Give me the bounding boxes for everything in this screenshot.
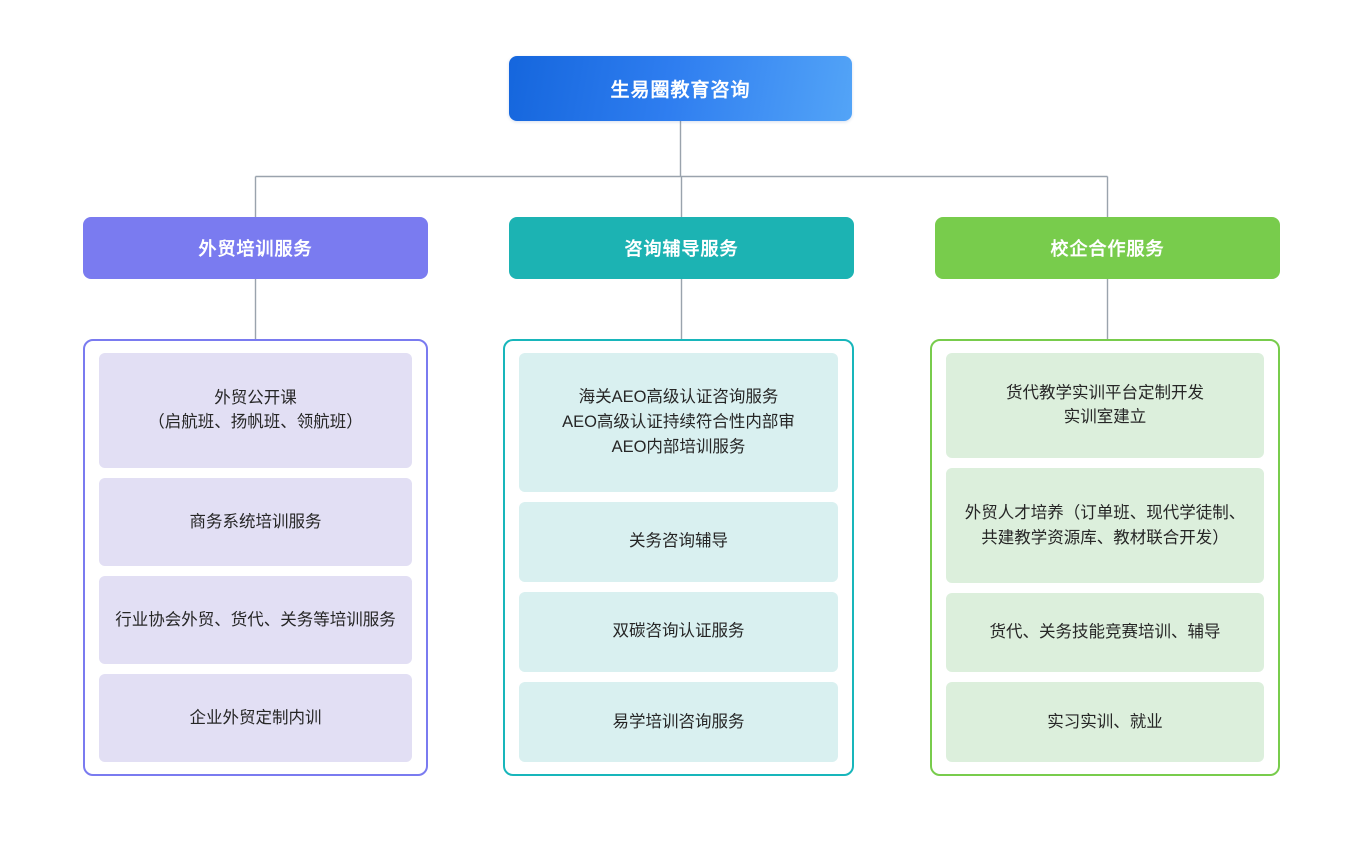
leaf-card[interactable]: 海关AEO高级认证咨询服务 AEO高级认证持续符合性内部审 AEO内部培训服务 xyxy=(519,353,838,492)
column-header-school-enterprise[interactable]: 校企合作服务 xyxy=(935,217,1280,279)
group-box-school-enterprise: 货代教学实训平台定制开发 实训室建立 外贸人才培养（订单班、现代学徒制、共建教学… xyxy=(930,339,1280,776)
root-node-label: 生易圈教育咨询 xyxy=(610,80,751,101)
group-box-consulting: 海关AEO高级认证咨询服务 AEO高级认证持续符合性内部审 AEO内部培训服务 … xyxy=(503,339,854,776)
leaf-card[interactable]: 实习实训、就业 xyxy=(946,681,1264,762)
column-header-training[interactable]: 外贸培训服务 xyxy=(83,217,428,279)
leaf-card[interactable]: 易学培训咨询服务 xyxy=(519,681,838,762)
leaf-card[interactable]: 企业外贸定制内训 xyxy=(99,673,412,762)
root-node[interactable]: 生易圈教育咨询 xyxy=(509,56,852,121)
column-header-label: 校企合作服务 xyxy=(1050,239,1165,259)
column-header-consulting[interactable]: 咨询辅导服务 xyxy=(509,217,854,279)
leaf-card[interactable]: 行业协会外贸、货代、关务等培训服务 xyxy=(99,575,412,664)
leaf-card[interactable]: 双碳咨询认证服务 xyxy=(519,591,838,672)
leaf-card[interactable]: 外贸人才培养（订单班、现代学徒制、共建教学资源库、教材联合开发） xyxy=(946,467,1264,584)
leaf-card[interactable]: 外贸公开课 （启航班、扬帆班、领航班） xyxy=(99,353,412,468)
column-header-label: 咨询辅导服务 xyxy=(624,239,739,259)
leaf-card[interactable]: 货代、关务技能竞赛培训、辅导 xyxy=(946,593,1264,672)
column-header-label: 外贸培训服务 xyxy=(198,239,313,259)
leaf-card[interactable]: 货代教学实训平台定制开发 实训室建立 xyxy=(946,353,1264,458)
leaf-card[interactable]: 关务咨询辅导 xyxy=(519,501,838,582)
group-box-training: 外贸公开课 （启航班、扬帆班、领航班） 商务系统培训服务 行业协会外贸、货代、关… xyxy=(83,339,428,776)
leaf-card[interactable]: 商务系统培训服务 xyxy=(99,477,412,566)
